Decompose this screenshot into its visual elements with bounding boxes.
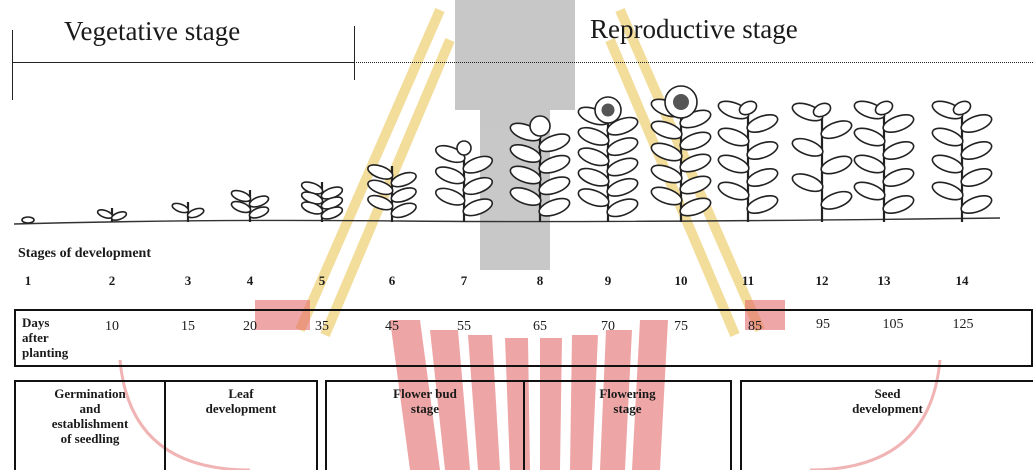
ground-line	[14, 218, 1000, 224]
stage-number: 6	[389, 273, 396, 289]
stage-number: 8	[537, 273, 544, 289]
days-value: 10	[105, 319, 119, 335]
stage-number: 7	[461, 273, 468, 289]
phase-leaf-development: Leaf development	[166, 380, 318, 470]
plant-stage-1	[22, 217, 34, 223]
days-value: 125	[953, 317, 974, 333]
plant-stage-5	[300, 180, 344, 222]
plant-stage-11	[716, 98, 780, 222]
phase-flowering: Flowering stage	[525, 380, 732, 470]
days-value: 55	[457, 319, 471, 335]
plant-stage-4	[230, 188, 270, 222]
phase-flower-bud: Flower bud stage	[325, 380, 525, 470]
stage-number: 10	[675, 273, 688, 289]
phase-seed-development: Seed development	[740, 380, 1033, 470]
days-value: 65	[533, 319, 547, 335]
days-value: 105	[883, 317, 904, 333]
phase-germination: Germination and establishment of seedlin…	[14, 380, 166, 470]
stage-number: 13	[878, 273, 891, 289]
days-after-planting-box	[14, 309, 1033, 367]
plant-stage-13	[852, 98, 916, 222]
plant-stage-7	[434, 141, 495, 222]
plant-stage-2	[97, 208, 128, 222]
days-value: 70	[601, 319, 615, 335]
stage-number: 14	[956, 273, 969, 289]
days-value: 75	[674, 319, 688, 335]
stage-number: 9	[605, 273, 612, 289]
stage-number: 11	[742, 273, 754, 289]
days-value: 35	[315, 319, 329, 335]
plant-stage-14	[930, 98, 994, 222]
plant-development-illustration	[0, 0, 1033, 240]
plant-stage-8	[508, 116, 572, 222]
days-value: 85	[748, 319, 762, 335]
stage-number: 4	[247, 273, 254, 289]
plant-stage-9	[576, 97, 640, 222]
days-value: 20	[243, 319, 257, 335]
days-after-planting-label: Days after planting	[22, 315, 68, 360]
stages-of-development-label: Stages of development	[18, 246, 151, 262]
plant-stage-6	[366, 162, 418, 222]
days-value: 45	[385, 319, 399, 335]
days-value: 15	[181, 319, 195, 335]
stage-number: 5	[319, 273, 326, 289]
stage-number: 3	[185, 273, 192, 289]
plant-stage-3	[171, 201, 205, 222]
stage-number: 12	[816, 273, 829, 289]
plant-stage-12	[790, 100, 854, 222]
stage-number: 2	[109, 273, 116, 289]
plant-stage-10	[649, 86, 713, 222]
stage-number: 1	[25, 273, 32, 289]
days-value: 95	[816, 317, 830, 333]
